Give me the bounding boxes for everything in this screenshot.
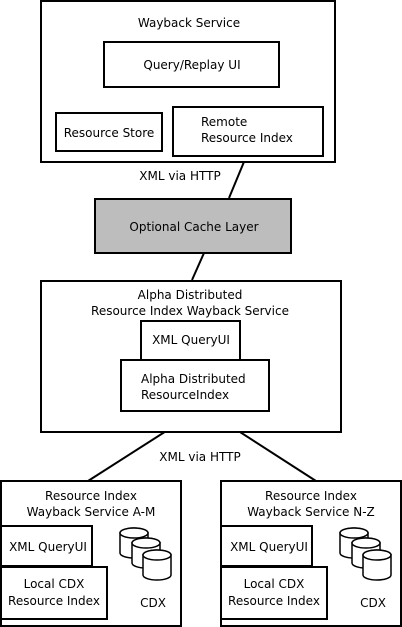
database-icon — [339, 527, 392, 581]
resource-store-label: Resource Store — [64, 126, 155, 140]
query-replay-ui-label: Query/Replay UI — [143, 58, 240, 72]
alpha-xml-queryui-label: XML QueryUI — [152, 333, 230, 347]
alpha-distributed-resourceindex-line2: ResourceIndex — [141, 388, 229, 402]
optional-cache-layer: Optional Cache Layer — [94, 198, 292, 254]
service-n-z-local-cdx-box: Local CDX Resource Index — [220, 566, 328, 620]
connector-cache-to-alpha — [191, 252, 205, 281]
service-a-m-local-cdx-box: Local CDX Resource Index — [0, 566, 108, 620]
service-n-z-xml-queryui-box: XML QueryUI — [220, 525, 313, 567]
service-n-z-title-line2: Wayback Service N-Z — [247, 505, 375, 519]
alpha-distributed-resourceindex-line1: Alpha Distributed — [141, 372, 246, 386]
service-n-z-local-cdx-line2: Resource Index — [228, 594, 320, 608]
resource-index-service-n-z: Resource Index Wayback Service N-Z XML Q… — [220, 480, 402, 627]
bottom-link-label: XML via HTTP — [159, 450, 240, 464]
alpha-distributed-resourceindex-box: Alpha Distributed ResourceIndex — [120, 359, 270, 412]
service-n-z-xml-queryui-frame — [220, 525, 313, 567]
resource-store-frame — [55, 112, 163, 152]
service-a-m-title-line1: Resource Index — [45, 489, 137, 503]
service-a-m-title-line2: Wayback Service A-M — [27, 505, 156, 519]
service-n-z-cdx-label: CDX — [360, 596, 386, 610]
alpha-xml-queryui-frame — [140, 320, 241, 361]
cdx-cylinder — [362, 549, 392, 581]
service-a-m-local-cdx-frame — [0, 566, 108, 620]
service-n-z-local-cdx-frame — [220, 566, 328, 620]
database-icon — [119, 527, 172, 581]
alpha-service-title-line2: Resource Index Wayback Service — [91, 304, 289, 318]
service-a-m-local-cdx-line1: Local CDX — [24, 577, 85, 591]
service-n-z-title-line1: Resource Index — [265, 489, 357, 503]
service-n-z-local-cdx-line1: Local CDX — [244, 577, 305, 591]
alpha-xml-queryui-box: XML QueryUI — [140, 320, 241, 361]
query-replay-ui-box: Query/Replay UI — [103, 41, 280, 88]
remote-resource-index-label-line2: Resource Index — [201, 131, 293, 145]
remote-resource-index-box: Remote Resource Index — [172, 106, 324, 157]
optional-cache-layer-label: Optional Cache Layer — [129, 220, 258, 234]
service-a-m-cdx-label: CDX — [140, 596, 166, 610]
cdx-cylinder — [142, 549, 172, 581]
query-replay-ui-frame — [103, 41, 280, 88]
optional-cache-layer-frame — [94, 198, 292, 254]
wayback-service-title: Wayback Service — [138, 16, 240, 30]
service-a-m-local-cdx-line2: Resource Index — [8, 594, 100, 608]
service-a-m-xml-queryui-box: XML QueryUI — [0, 525, 93, 567]
resource-index-service-a-m: Resource Index Wayback Service A-M XML Q… — [0, 480, 182, 627]
remote-resource-index-frame — [172, 106, 324, 157]
alpha-distributed-service: Alpha Distributed Resource Index Wayback… — [40, 280, 342, 433]
connector-remote-index-to-cache — [228, 156, 247, 199]
wayback-service: Wayback Service Query/Replay UI Resource… — [40, 0, 336, 163]
service-n-z-xml-queryui-label: XML QueryUI — [230, 540, 308, 554]
alpha-distributed-resourceindex-frame — [120, 359, 270, 412]
service-a-m-xml-queryui-label: XML QueryUI — [9, 540, 87, 554]
alpha-service-title-line1: Alpha Distributed — [138, 288, 243, 302]
remote-resource-index-label-line1: Remote — [201, 115, 247, 129]
top-link-label: XML via HTTP — [139, 169, 220, 183]
resource-store-box: Resource Store — [55, 112, 163, 152]
